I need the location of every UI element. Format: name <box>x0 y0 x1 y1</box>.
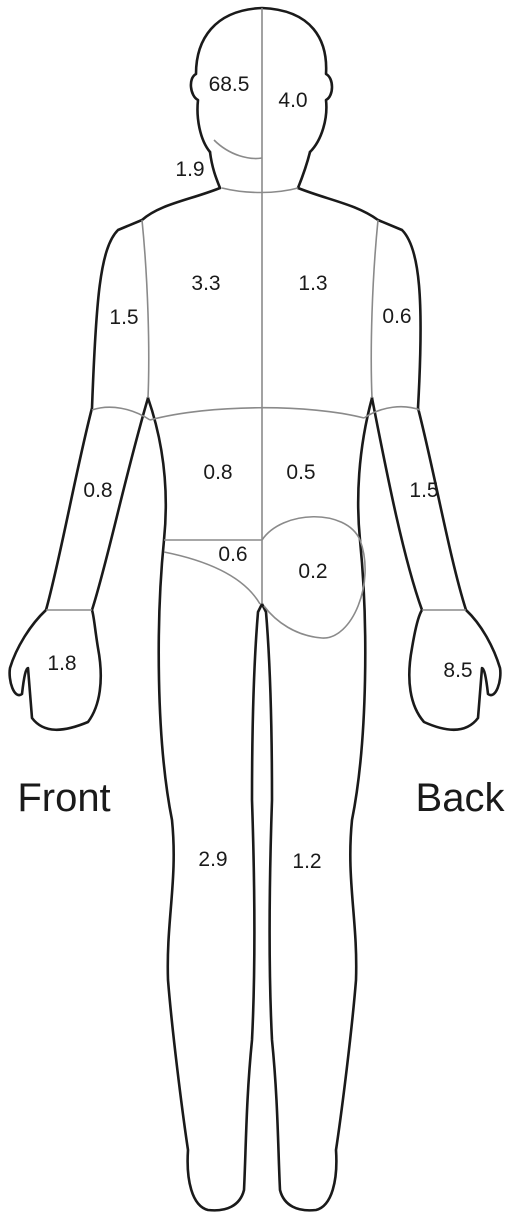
hand-back-value: 8.5 <box>443 659 472 682</box>
neck-outline <box>210 152 310 188</box>
lower-back-value: 0.5 <box>286 461 315 484</box>
neck-value: 1.9 <box>175 158 204 181</box>
back-label: Back <box>416 776 506 820</box>
front-shoulder-line <box>142 220 149 398</box>
forearm-back-value: 1.5 <box>409 479 438 502</box>
waist-line <box>150 408 364 420</box>
legs-outline <box>148 398 372 1210</box>
genitals-value: 0.6 <box>218 543 247 566</box>
upper-arm-back-value: 0.6 <box>382 305 411 328</box>
upper-back-value: 1.3 <box>298 272 327 295</box>
face-jaw-line <box>214 140 262 158</box>
head-front-value: 68.5 <box>209 73 250 96</box>
hand-front-value: 1.8 <box>47 652 76 675</box>
back-elbow-line <box>364 407 420 418</box>
leg-back-value: 1.2 <box>292 850 321 873</box>
leg-front-value: 2.9 <box>198 848 227 871</box>
buttock-value: 0.2 <box>298 560 327 583</box>
front-label: Front <box>17 776 110 820</box>
chest-value: 3.3 <box>191 272 220 295</box>
head-back-value: 4.0 <box>278 89 307 112</box>
abdomen-value: 0.8 <box>203 461 232 484</box>
back-shoulder-line <box>371 220 378 398</box>
forearm-front-value: 0.8 <box>83 479 112 502</box>
neck-base-line <box>222 188 298 193</box>
upper-arm-front-value: 1.5 <box>109 306 138 329</box>
